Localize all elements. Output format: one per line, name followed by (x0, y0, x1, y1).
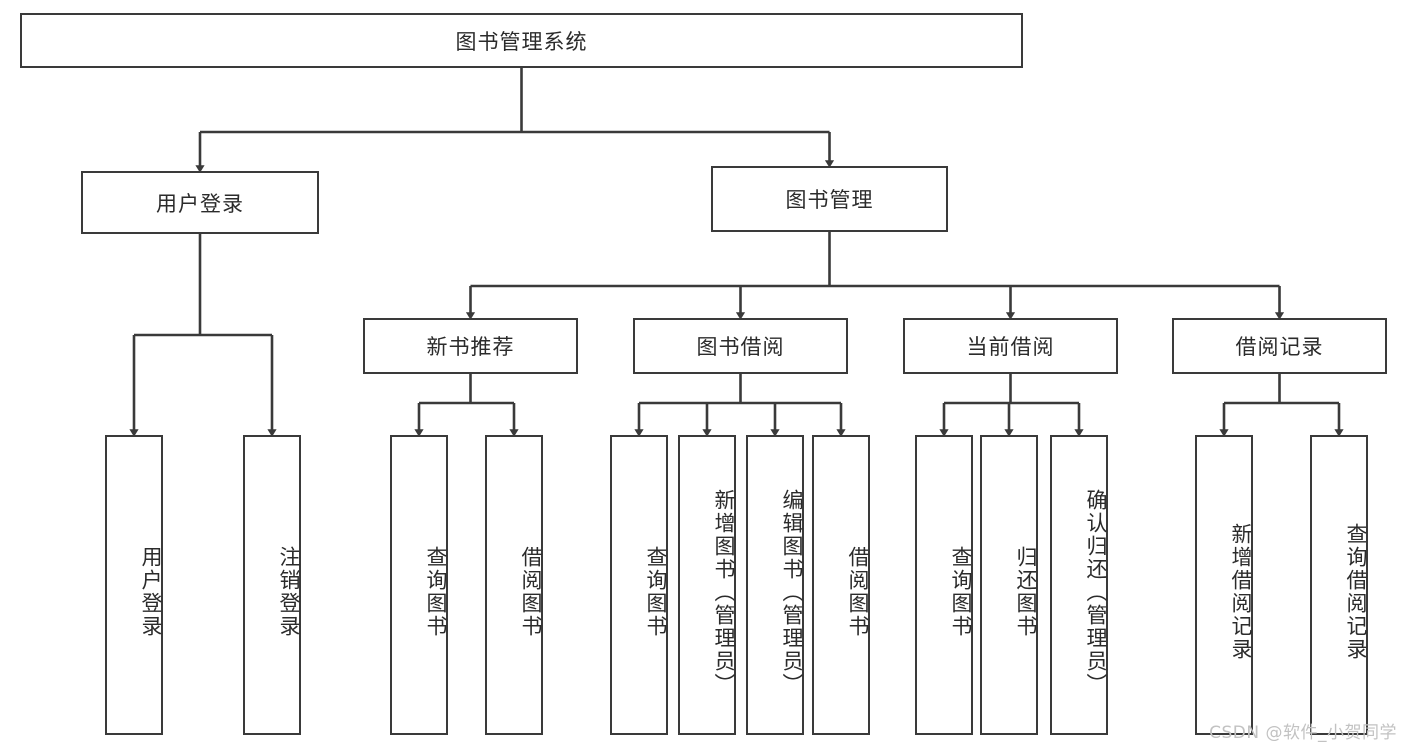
node-label: 用户登录 (156, 191, 244, 216)
node-label: 借阅记录 (1235, 335, 1324, 359)
node-label: 新增图书（管理员） (712, 488, 736, 696)
node-label: 查询图书 (949, 546, 973, 638)
node-label: 借阅图书 (519, 546, 543, 638)
node-label: 编辑图书（管理员） (780, 488, 804, 696)
node-borrow-record[interactable]: 借阅记录 (1172, 318, 1387, 374)
node-label: 用户登录 (139, 546, 163, 638)
node-label: 新书推荐 (426, 335, 515, 359)
node-label: 当前借阅 (966, 335, 1055, 359)
node-leaf-query-3[interactable]: 查询图书 (915, 435, 973, 735)
node-root[interactable]: 图书管理系统 (20, 13, 1023, 68)
node-leaf-borrow-2[interactable]: 借阅图书 (812, 435, 870, 735)
node-current-borrow[interactable]: 当前借阅 (903, 318, 1118, 374)
node-leaf-borrow-1[interactable]: 借阅图书 (485, 435, 543, 735)
node-label: 确认归还（管理员） (1084, 488, 1108, 696)
node-leaf-query-1[interactable]: 查询图书 (390, 435, 448, 735)
node-label: 归还图书 (1014, 546, 1038, 638)
node-leaf-return[interactable]: 归还图书 (980, 435, 1038, 735)
node-label: 图书管理系统 (455, 29, 588, 54)
node-label: 注销登录 (277, 546, 301, 638)
node-leaf-query-rec[interactable]: 查询借阅记录 (1310, 435, 1368, 735)
node-leaf-confirm[interactable]: 确认归还（管理员） (1050, 435, 1108, 735)
node-label: 借阅图书 (846, 546, 870, 638)
node-book-borrow[interactable]: 图书借阅 (633, 318, 848, 374)
node-leaf-logout[interactable]: 注销登录 (243, 435, 301, 735)
node-user-login[interactable]: 用户登录 (81, 171, 319, 234)
node-leaf-add-book[interactable]: 新增图书（管理员） (678, 435, 736, 735)
node-leaf-user-login[interactable]: 用户登录 (105, 435, 163, 735)
node-leaf-query-2[interactable]: 查询图书 (610, 435, 668, 735)
node-label: 图书管理 (785, 188, 874, 212)
node-label: 查询借阅记录 (1344, 523, 1368, 661)
node-leaf-edit-book[interactable]: 编辑图书（管理员） (746, 435, 804, 735)
node-book-manage[interactable]: 图书管理 (711, 166, 948, 232)
node-label: 查询图书 (644, 546, 668, 638)
node-label: 图书借阅 (696, 335, 785, 359)
watermark-text: CSDN @软件_小贺同学 (1209, 723, 1397, 743)
node-new-book-rec[interactable]: 新书推荐 (363, 318, 578, 374)
node-label: 新增借阅记录 (1229, 523, 1253, 661)
node-label: 查询图书 (424, 546, 448, 638)
node-leaf-add-rec[interactable]: 新增借阅记录 (1195, 435, 1253, 735)
